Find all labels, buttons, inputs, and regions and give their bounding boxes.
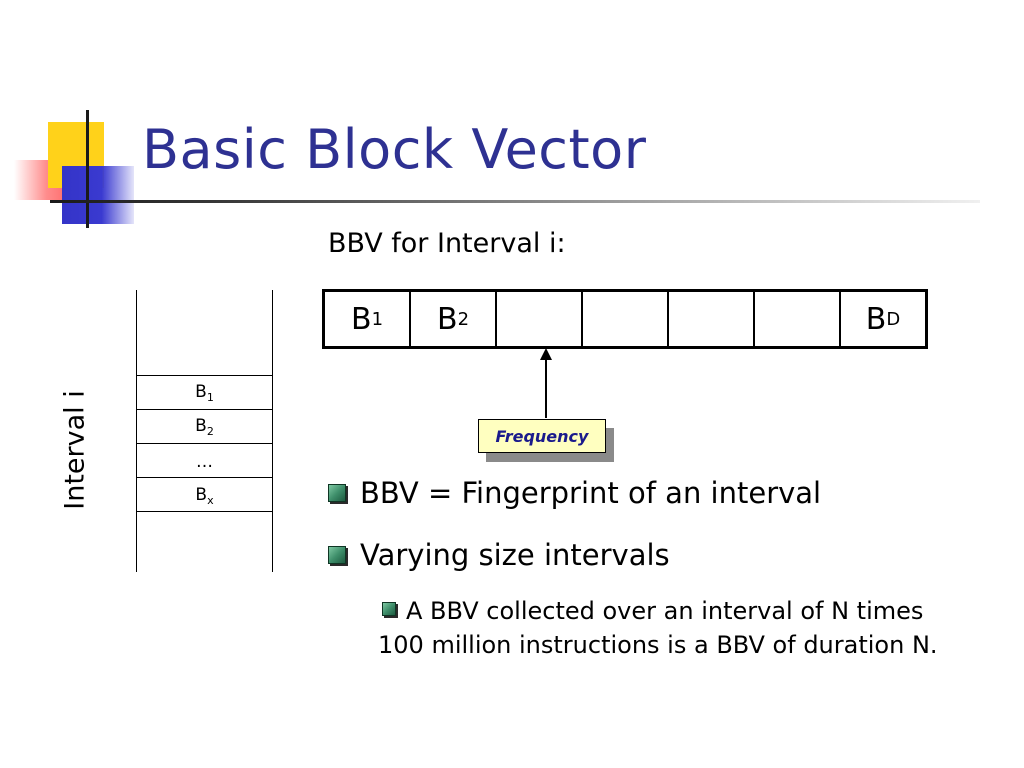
bullet-icon (328, 484, 346, 502)
logo-blue-square (62, 166, 134, 224)
interval-block-bx: Bx (195, 485, 214, 507)
interval-axis-label: Interval i (59, 390, 91, 510)
interval-divider (136, 477, 273, 478)
arrow-line (545, 356, 547, 418)
bullet-text: Varying size intervals (360, 538, 670, 572)
sub-bullet-text: A BBV collected over an interval of N ti… (378, 597, 938, 659)
title-underline (50, 200, 980, 203)
vector-cell-4 (583, 292, 669, 346)
interval-block-ellipsis: … (196, 452, 213, 472)
vector-cell-5 (669, 292, 755, 346)
bullet-icon (328, 546, 346, 564)
interval-block-b2: B2 (195, 416, 214, 438)
interval-divider (136, 409, 273, 410)
bullet-text: BBV = Fingerprint of an interval (360, 476, 822, 510)
slide-title: Basic Block Vector (142, 118, 647, 181)
frequency-callout: Frequency (478, 419, 606, 453)
interval-divider (136, 443, 273, 444)
vector-cell-3 (497, 292, 583, 346)
bbv-heading: BBV for Interval i: (328, 228, 566, 259)
interval-divider (136, 511, 273, 512)
interval-divider (136, 375, 273, 376)
logo-vertical-line (86, 110, 89, 228)
sub-bullet-icon (382, 602, 396, 616)
vector-cell-6 (755, 292, 841, 346)
interval-column-left-border (136, 290, 137, 572)
interval-block-b1: B1 (195, 382, 214, 404)
arrow-head (540, 348, 552, 360)
interval-column-right-border (272, 290, 273, 572)
